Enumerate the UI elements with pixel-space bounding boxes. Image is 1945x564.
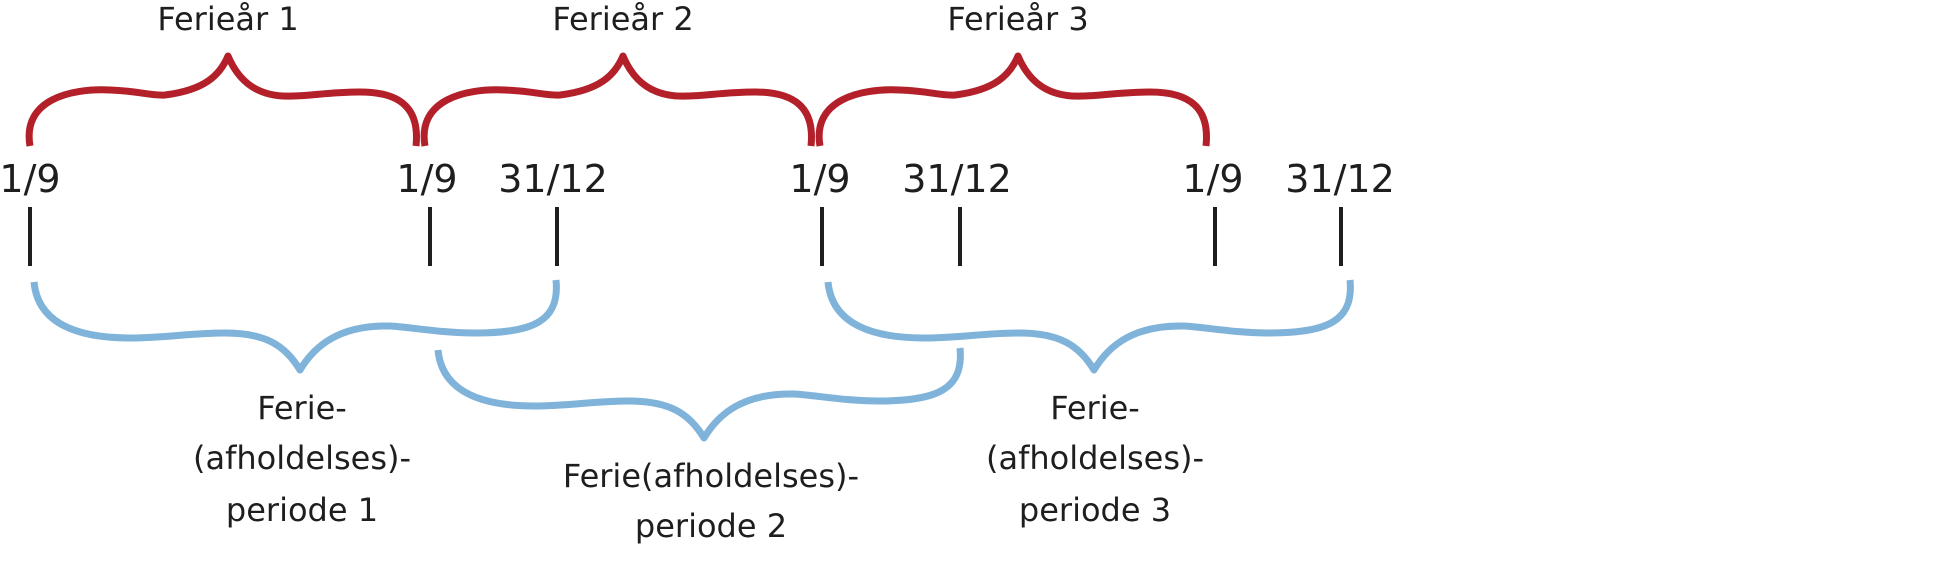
year-brace-2 (420, 52, 815, 147)
date-label: 1/9 (1182, 157, 1243, 201)
date-label: 31/12 (498, 157, 608, 201)
date-label: 31/12 (1285, 157, 1395, 201)
date-label: 1/9 (0, 157, 61, 201)
date-label: 31/12 (902, 157, 1012, 201)
year-label-2: Ferieår 2 (552, 0, 693, 38)
period-brace-2 (434, 347, 964, 442)
date-label: 1/9 (789, 157, 850, 201)
period-label-3-line-2: (afholdelses)- (986, 439, 1204, 477)
year-brace-3 (815, 52, 1210, 147)
year-label-3: Ferieår 3 (947, 0, 1088, 38)
period-label-1-line-2: (afholdelses)- (193, 439, 411, 477)
year-label-1: Ferieår 1 (157, 0, 298, 38)
period-label-2-line-1: Ferie(afholdelses)- (563, 457, 859, 495)
period-label-1-line-3: periode 1 (226, 491, 378, 529)
period-label-3-line-3: periode 3 (1019, 491, 1171, 529)
date-label: 1/9 (396, 157, 457, 201)
period-label-2-line-2: periode 2 (635, 507, 787, 545)
period-brace-1 (30, 279, 560, 374)
period-brace-3 (824, 279, 1354, 374)
period-label-1-line-1: Ferie- (257, 389, 347, 427)
year-brace-1 (25, 52, 420, 147)
period-label-3-line-1: Ferie- (1050, 389, 1140, 427)
